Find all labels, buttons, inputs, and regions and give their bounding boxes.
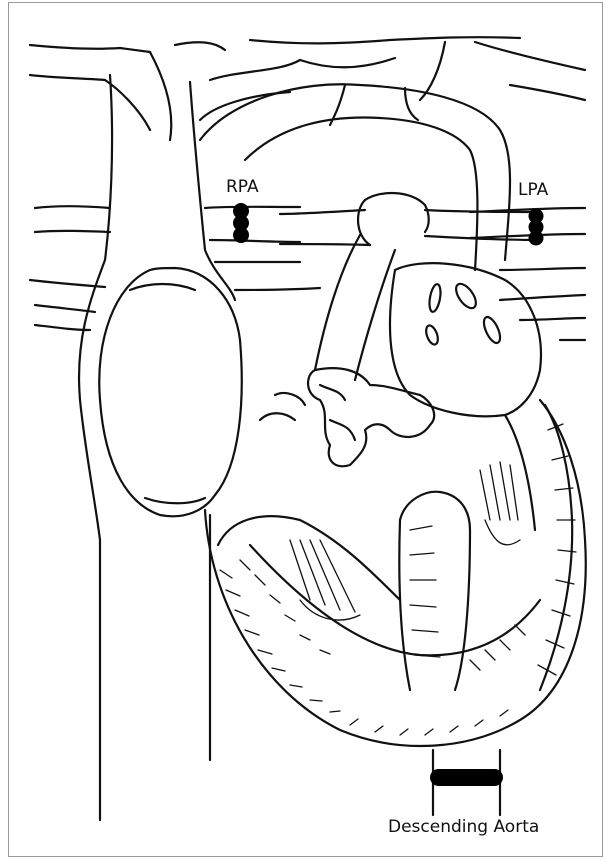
label-descending-aorta: Descending Aorta [388, 817, 539, 837]
band-descending-aorta [430, 769, 503, 786]
valve-clump [260, 368, 434, 466]
band-lpa [529, 209, 544, 246]
right-tissue-lines [470, 208, 585, 340]
ventricles [205, 400, 586, 746]
label-rpa: RPA [226, 177, 259, 197]
right-atrium [99, 268, 242, 516]
chordae-tendineae [290, 462, 520, 620]
band-rpa [233, 203, 249, 243]
pulmonary-artery [280, 193, 540, 380]
muscle-striations [220, 424, 576, 735]
label-lpa: LPA [518, 180, 548, 200]
